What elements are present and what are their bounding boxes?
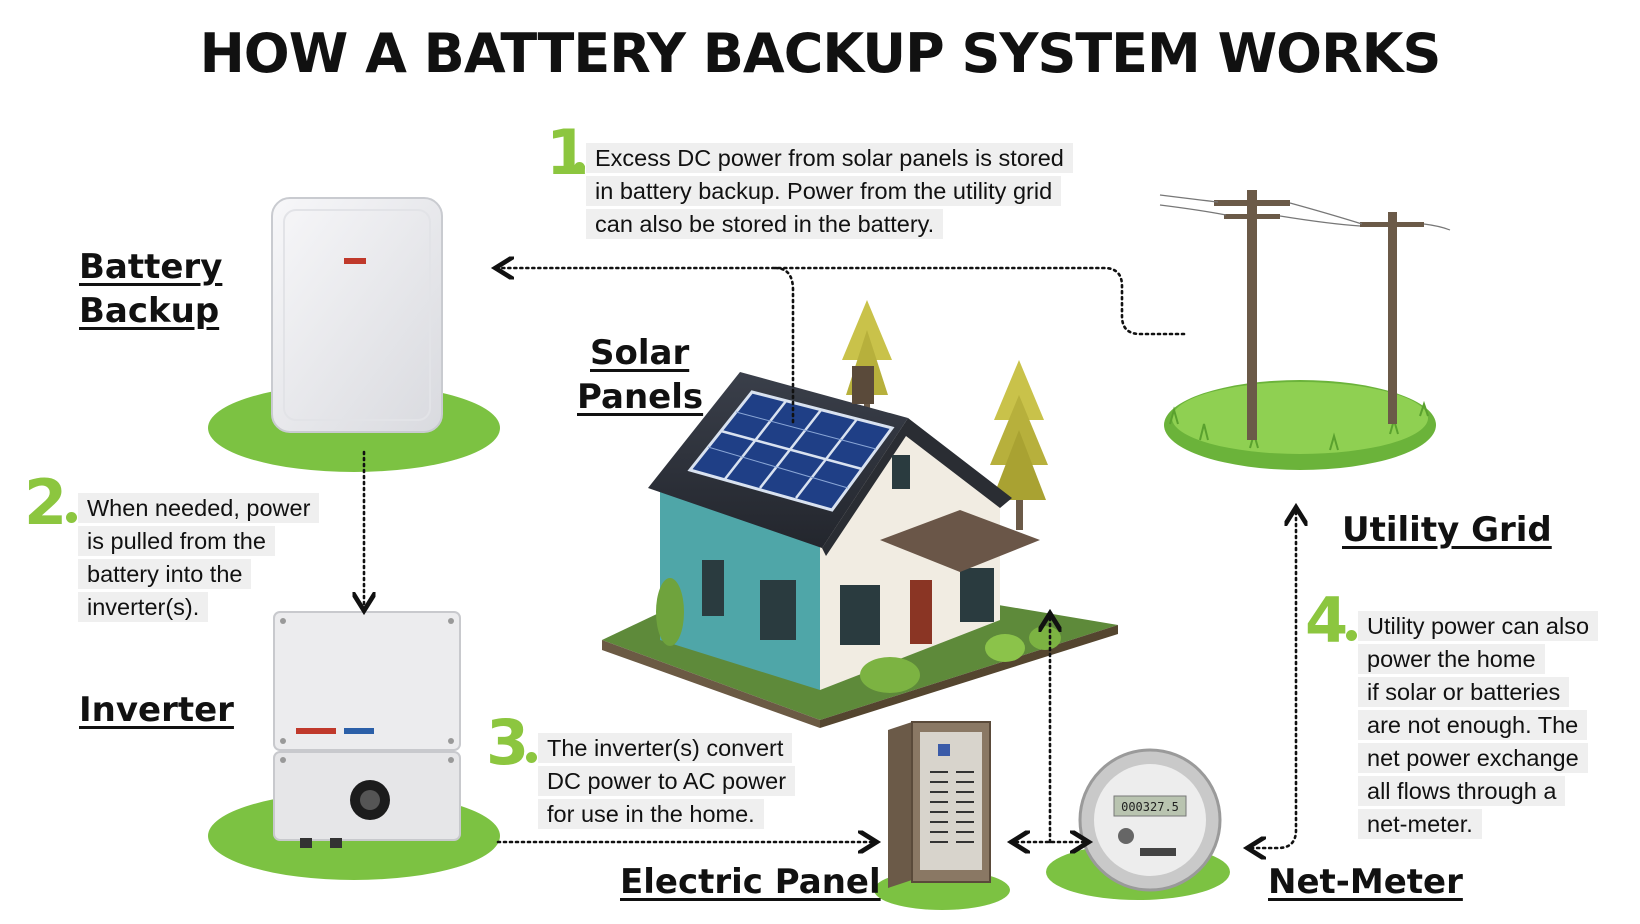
arrow-solar-up <box>773 266 795 424</box>
step-2-dot <box>66 512 77 523</box>
label-electric-panel: Electric Panel <box>620 862 881 902</box>
step-4-text: Utility power can also power the home if… <box>1358 610 1640 841</box>
meter-reading: 000327.5 <box>1121 800 1179 814</box>
step-2-line: battery into the <box>78 559 252 589</box>
label-utility-grid: Utility Grid <box>1342 510 1552 550</box>
step-4-line: power the home <box>1358 644 1545 674</box>
step-4-number: 4 <box>1305 584 1348 657</box>
step-1-dot <box>574 162 585 173</box>
house-illustration <box>602 300 1118 728</box>
house-window-side <box>702 560 724 616</box>
meter-display <box>1113 795 1187 817</box>
step-4-dot <box>1346 630 1357 641</box>
step-4-line: Utility power can also <box>1358 611 1599 641</box>
panel-door <box>888 722 912 888</box>
step-1-line: in battery backup. Power from the utilit… <box>586 176 1062 206</box>
label-inverter: Inverter <box>79 690 234 730</box>
step-3-line: for use in the home. <box>538 799 764 829</box>
net-meter-illustration: 000327.5 <box>1046 748 1230 900</box>
step-1-line: Excess DC power from solar panels is sto… <box>586 143 1073 173</box>
step-4-line: if solar or batteries <box>1358 677 1570 707</box>
step-2-line: inverter(s). <box>78 592 209 622</box>
arrow-grid-to-battery <box>500 268 1186 336</box>
step-3-number: 3 <box>486 706 529 779</box>
battery-backup-illustration <box>208 197 500 472</box>
utility-grid-illustration <box>1159 190 1451 470</box>
utility-pole-right <box>1388 212 1397 424</box>
inverter-illustration <box>208 611 500 880</box>
step-4-line: net-meter. <box>1358 809 1482 839</box>
porch-roof <box>880 510 1040 572</box>
step-2-line: When needed, power <box>78 493 320 523</box>
page-title: HOW A BATTERY BACKUP SYSTEM WORKS <box>199 22 1442 85</box>
house-door <box>910 580 932 644</box>
label-solar-line2: Panels <box>577 377 704 417</box>
step-1-number: 1 <box>546 116 589 189</box>
step-1-line: can also be stored in the battery. <box>586 209 944 239</box>
solar-panel-array <box>687 390 895 512</box>
step-2-number: 2 <box>24 466 67 539</box>
step-2-line: is pulled from the <box>78 526 275 556</box>
label-battery-line2: Backup <box>79 291 220 331</box>
electric-panel-illustration <box>874 721 1010 910</box>
flow-arrows <box>364 268 1296 848</box>
label-net-meter: Net-Meter <box>1268 862 1463 902</box>
step-4-line: all flows through a <box>1358 776 1566 806</box>
battery-logo <box>344 258 366 264</box>
step-3-text: The inverter(s) convert DC power to AC p… <box>538 732 838 831</box>
step-3-line: The inverter(s) convert <box>538 733 793 763</box>
step-1-text: Excess DC power from solar panels is sto… <box>586 142 1126 241</box>
step-4-line: net power exchange <box>1358 743 1588 773</box>
step-4-line: are not enough. The <box>1358 710 1588 740</box>
step-3-line: DC power to AC power <box>538 766 796 796</box>
inverter-logo <box>296 728 336 734</box>
step-2-text: When needed, power is pulled from the ba… <box>78 492 378 624</box>
utility-pole-left <box>1247 190 1257 440</box>
label-battery-line1: Battery <box>79 247 223 287</box>
house-chimney <box>852 366 874 404</box>
tree-right <box>990 360 1048 530</box>
arrow-utility-to-meter <box>1252 512 1296 848</box>
label-solar-line1: Solar <box>590 333 690 373</box>
battery-unit <box>271 197 443 433</box>
step-3-dot <box>526 752 537 763</box>
